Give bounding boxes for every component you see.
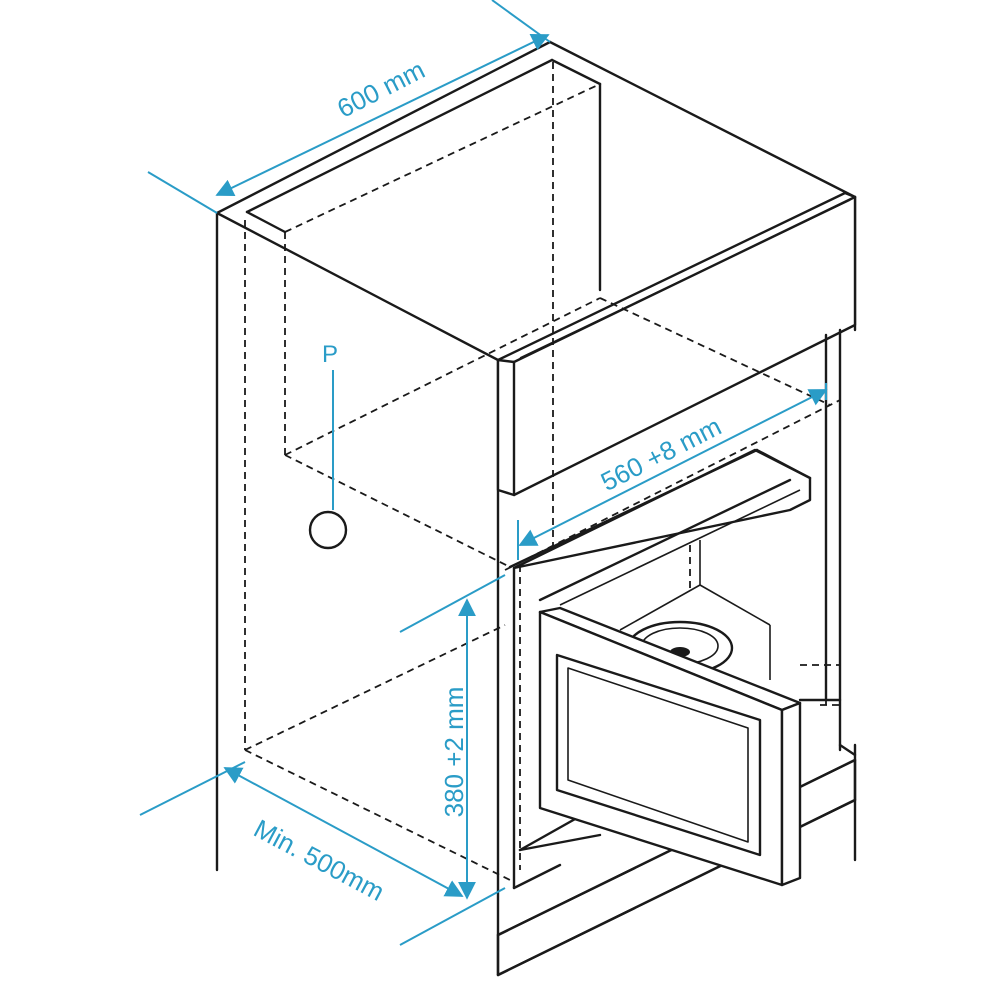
power-point-label: P [322, 341, 338, 368]
dimension-min-depth: Min. 500mm [139, 761, 464, 907]
dimension-min-depth-label: Min. 500mm [249, 813, 389, 907]
power-point-marker: P [308, 341, 348, 550]
dimension-width-top-label: 600 mm [332, 54, 429, 123]
dimension-opening-height: 380 +2 mm [399, 574, 506, 946]
dimension-width-top: 600 mm [147, 0, 551, 214]
microwave-door [538, 606, 802, 887]
dimension-opening-height-label: 380 +2 mm [439, 687, 469, 818]
right-side-panel [824, 328, 842, 752]
